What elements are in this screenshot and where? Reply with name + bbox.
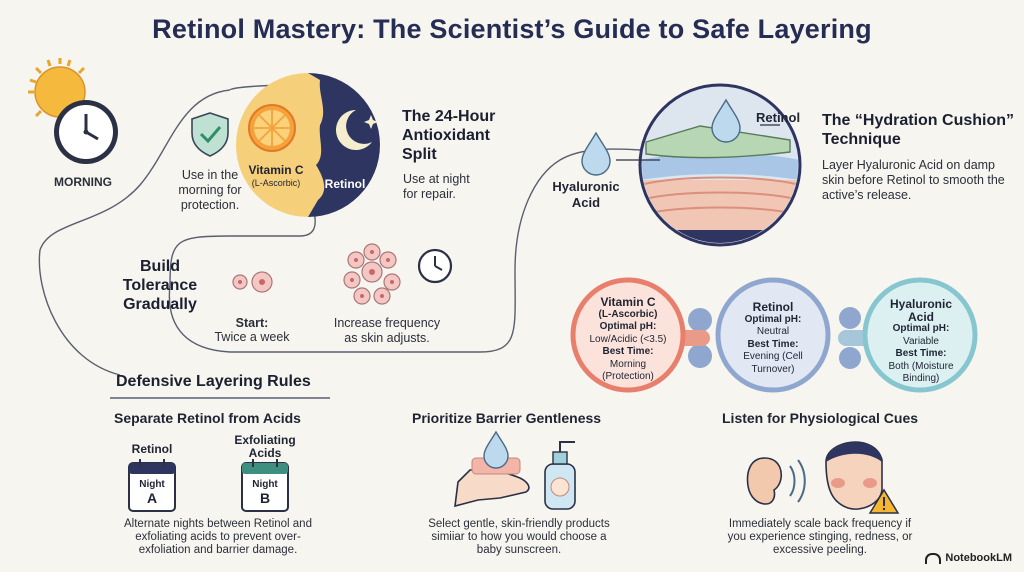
calendar-a-icon <box>128 459 176 512</box>
rule1-body: Alternate nights between Retinol and exf… <box>124 518 312 556</box>
molecule-vitamin-c: Vitamin C (L-Ascorbic) Optimal pH: Low/A… <box>583 296 673 384</box>
ear-icon <box>746 457 806 505</box>
morning-use-text: Use in the morning for protection. <box>178 168 242 212</box>
cushion-heading: The “Hydration Cushion” Technique <box>822 112 1014 148</box>
split-heading: The 24-Hour Antioxidant Split <box>402 108 496 163</box>
rule1-left-label: Retinol <box>131 442 173 456</box>
start-label: Start: <box>235 316 269 330</box>
molecule-chain <box>570 277 978 393</box>
calendar-a-night: Night <box>139 479 165 490</box>
split-circle <box>236 73 380 217</box>
night-use-text: Use at night for repair. <box>403 172 470 201</box>
calendar-b-letter: B <box>259 490 271 506</box>
cushion-retinol-label: Retinol <box>756 110 801 125</box>
start-value: Twice a week <box>214 330 290 344</box>
page-title: Retinol Mastery: The Scientist’s Guide t… <box>152 14 872 44</box>
notebook-icon <box>925 552 942 564</box>
cell-cluster-icon <box>343 243 401 305</box>
hand-drop-icon <box>454 430 530 508</box>
ph-value: Neutral <box>756 326 790 337</box>
molecule-name: Vitamin C <box>600 295 656 309</box>
rules-heading: Defensive Layering Rules <box>116 373 311 390</box>
tolerance-heading: Build Tolerance Gradually <box>122 258 198 313</box>
ph-value: Low/Acidic (<3.5) <box>589 333 667 345</box>
increase-text: Increase frequency as skin adjusts. <box>333 316 441 345</box>
time-label: Best Time: <box>602 346 654 357</box>
vitamin-c-sub: (L-Ascorbic) <box>251 178 301 188</box>
ph-label: Optimal pH: <box>744 313 802 325</box>
molecule-sub: (L-Ascorbic) <box>598 308 658 320</box>
molecule-retinol: Retinol Optimal pH: Neutral Best Time: E… <box>730 301 816 376</box>
brand-label: NotebookLM <box>945 552 1012 564</box>
rule1-right-label: Exfoliating Acids <box>234 433 296 460</box>
rule3-body: Immediately scale back frequency if you … <box>727 518 913 556</box>
rule1-title: Separate Retinol from Acids <box>114 410 301 426</box>
brand-mark: NotebookLM <box>925 552 1012 564</box>
flow-path <box>38 84 641 376</box>
ph-label: Optimal pH: <box>599 321 657 332</box>
vitamin-c-label: Vitamin C <box>248 163 304 177</box>
molecule-hyaluronic: Hyaluronic Acid Optimal pH: Variable Bes… <box>880 298 962 386</box>
clock-small-icon <box>417 248 453 284</box>
morning-label: MORNING <box>54 175 112 189</box>
time-label: Best Time: <box>747 338 799 350</box>
calendar-a-letter: A <box>146 490 158 506</box>
time-label: Best Time: <box>895 348 947 359</box>
time-value: Both (Moisture Binding) <box>888 360 954 385</box>
time-value: Morning (Protection) <box>602 358 654 383</box>
retinol-split-label: Retinol <box>324 177 366 191</box>
calendar-b-night: Night <box>252 479 278 490</box>
ph-value: Variable <box>903 335 939 347</box>
ha-label: Hyaluronic Acid <box>552 179 620 210</box>
calendar-b-icon <box>241 459 289 512</box>
warning-icon <box>868 488 900 514</box>
rule2-body: Select gentle, skin-friendly products si… <box>428 518 610 556</box>
lotion-bottle-icon <box>544 441 576 510</box>
shield-check-icon <box>191 112 229 157</box>
molecule-name: Retinol <box>752 300 794 314</box>
water-drop-icon <box>581 131 611 176</box>
rule2-title: Prioritize Barrier Gentleness <box>412 410 602 426</box>
cushion-body: Layer Hyaluronic Acid on damp skin befor… <box>822 158 1005 202</box>
time-value: Evening (Cell Turnover) <box>743 351 803 375</box>
molecule-name: Hyaluronic Acid <box>890 297 953 324</box>
rule3-title: Listen for Physiological Cues <box>722 410 919 426</box>
clock-icon <box>54 100 118 164</box>
ph-label: Optimal pH: <box>892 323 950 334</box>
cell-icons-small <box>232 271 273 293</box>
face-redness-icon <box>825 441 883 510</box>
